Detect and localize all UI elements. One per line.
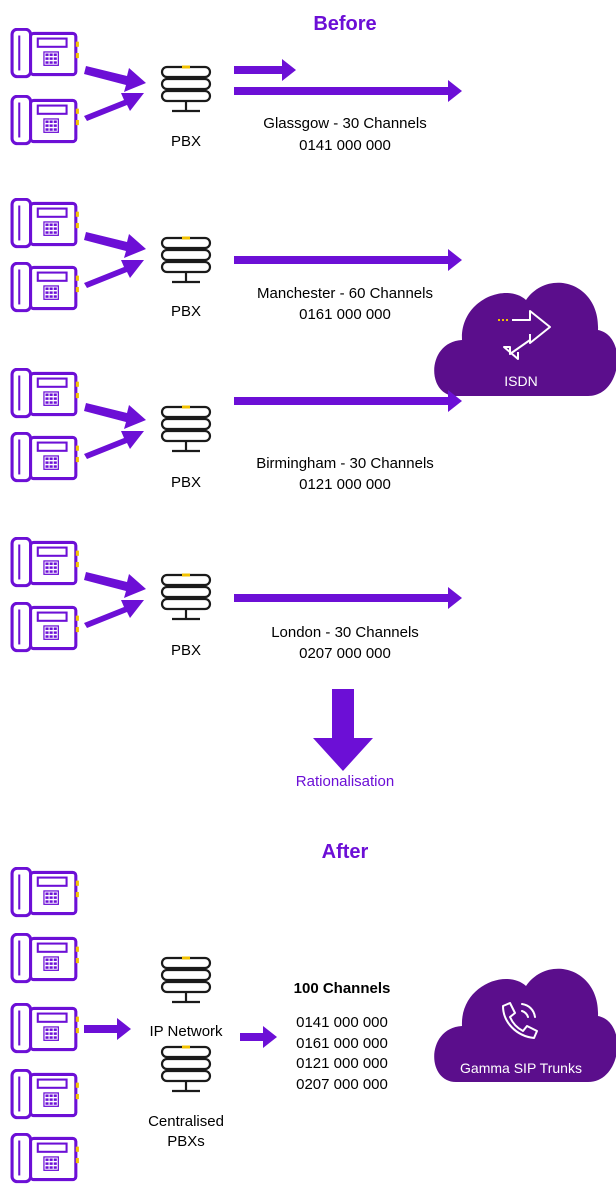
arrow-icon — [84, 431, 144, 459]
down-arrow-icon — [313, 689, 373, 771]
channels-label: 100 Channels — [294, 980, 391, 997]
trunk-label: London - 30 Channels — [271, 624, 419, 641]
cloud-icon — [434, 968, 616, 1082]
arrow-icon — [234, 59, 296, 81]
phone-handset-icon — [502, 1002, 538, 1039]
number-line: 0121 000 000 — [296, 1055, 388, 1072]
after-heading: After — [322, 841, 369, 863]
number-line: 0141 000 000 — [296, 1014, 388, 1031]
arrow-icon — [234, 587, 462, 609]
desk-phone-icon — [10, 1003, 81, 1054]
trunk-number: 0207 000 000 — [299, 645, 391, 662]
number-line: 0207 000 000 — [296, 1076, 388, 1093]
rationalisation-step: Rationalisation — [296, 689, 394, 790]
pbx-label-line1: Centralised — [148, 1113, 224, 1130]
site-birmingham: PBX Birmingham - 30 Channels 0121 000 00… — [10, 368, 462, 493]
pbx-icon — [160, 236, 212, 284]
pbx-icon — [160, 956, 212, 1004]
desk-phone-icon — [10, 368, 81, 419]
trunk-label: Glassgow - 30 Channels — [263, 115, 426, 132]
arrow-icon — [234, 80, 462, 102]
arrow-icon — [84, 572, 146, 598]
pbx-label: PBX — [171, 303, 201, 320]
site-london: PBX London - 30 Channels 0207 000 000 — [10, 537, 462, 662]
number-line: 0161 000 000 — [296, 1035, 388, 1052]
network-label: IP Network — [149, 1023, 223, 1040]
arrow-icon — [84, 93, 144, 121]
desk-phone-icon — [10, 1133, 81, 1184]
desk-phone-icon — [10, 432, 81, 483]
arrow-icon — [84, 1018, 131, 1040]
desk-phone-icon — [10, 867, 81, 918]
pbx-icon — [160, 573, 212, 621]
pbx-label: PBX — [171, 642, 201, 659]
swap-arrows-icon — [503, 310, 551, 360]
cloud-label: Gamma SIP Trunks — [460, 1060, 582, 1076]
arrow-icon — [84, 66, 146, 92]
arrow-icon — [240, 1026, 277, 1048]
arrow-icon — [234, 390, 462, 412]
trunk-label: Birmingham - 30 Channels — [256, 455, 434, 472]
trunk-number: 0161 000 000 — [299, 306, 391, 323]
desk-phone-icon — [10, 28, 81, 79]
desk-phone-icon — [10, 95, 81, 146]
pbx-icon — [160, 405, 212, 453]
pbx-label-line2: PBXs — [167, 1133, 205, 1150]
trunk-label: Manchester - 60 Channels — [257, 285, 433, 302]
trunk-number: 0141 000 000 — [299, 137, 391, 154]
desk-phone-icon — [10, 602, 81, 653]
desk-phone-icon — [10, 198, 81, 249]
desk-phone-icon — [10, 933, 81, 984]
site-glasgow: PBX Glassgow - 30 Channels 0141 000 000 — [10, 28, 462, 154]
transition-label: Rationalisation — [296, 773, 394, 790]
isdn-cloud: ISDN — [434, 282, 616, 396]
desk-phone-icon — [10, 262, 81, 313]
sip-cloud: Gamma SIP Trunks — [434, 968, 616, 1082]
arrow-icon — [84, 403, 146, 429]
pbx-label: PBX — [171, 133, 201, 150]
site-manchester: PBX Manchester - 60 Channels 0161 000 00… — [10, 198, 462, 323]
arrow-icon — [234, 249, 462, 271]
pbx-icon — [160, 65, 212, 113]
pbx-icon — [160, 1045, 212, 1093]
desk-phone-icon — [10, 537, 81, 588]
arrow-icon — [84, 260, 144, 288]
cloud-icon — [434, 282, 616, 396]
arrow-icon — [84, 232, 146, 258]
cloud-label: ISDN — [504, 373, 537, 389]
desk-phone-icon — [10, 1069, 81, 1120]
arrow-icon — [84, 600, 144, 628]
before-heading: Before — [313, 13, 376, 35]
trunk-number: 0121 000 000 — [299, 476, 391, 493]
after-diagram: IP Network Centralised PBXs 100 Channels… — [10, 867, 616, 1184]
pbx-label: PBX — [171, 474, 201, 491]
